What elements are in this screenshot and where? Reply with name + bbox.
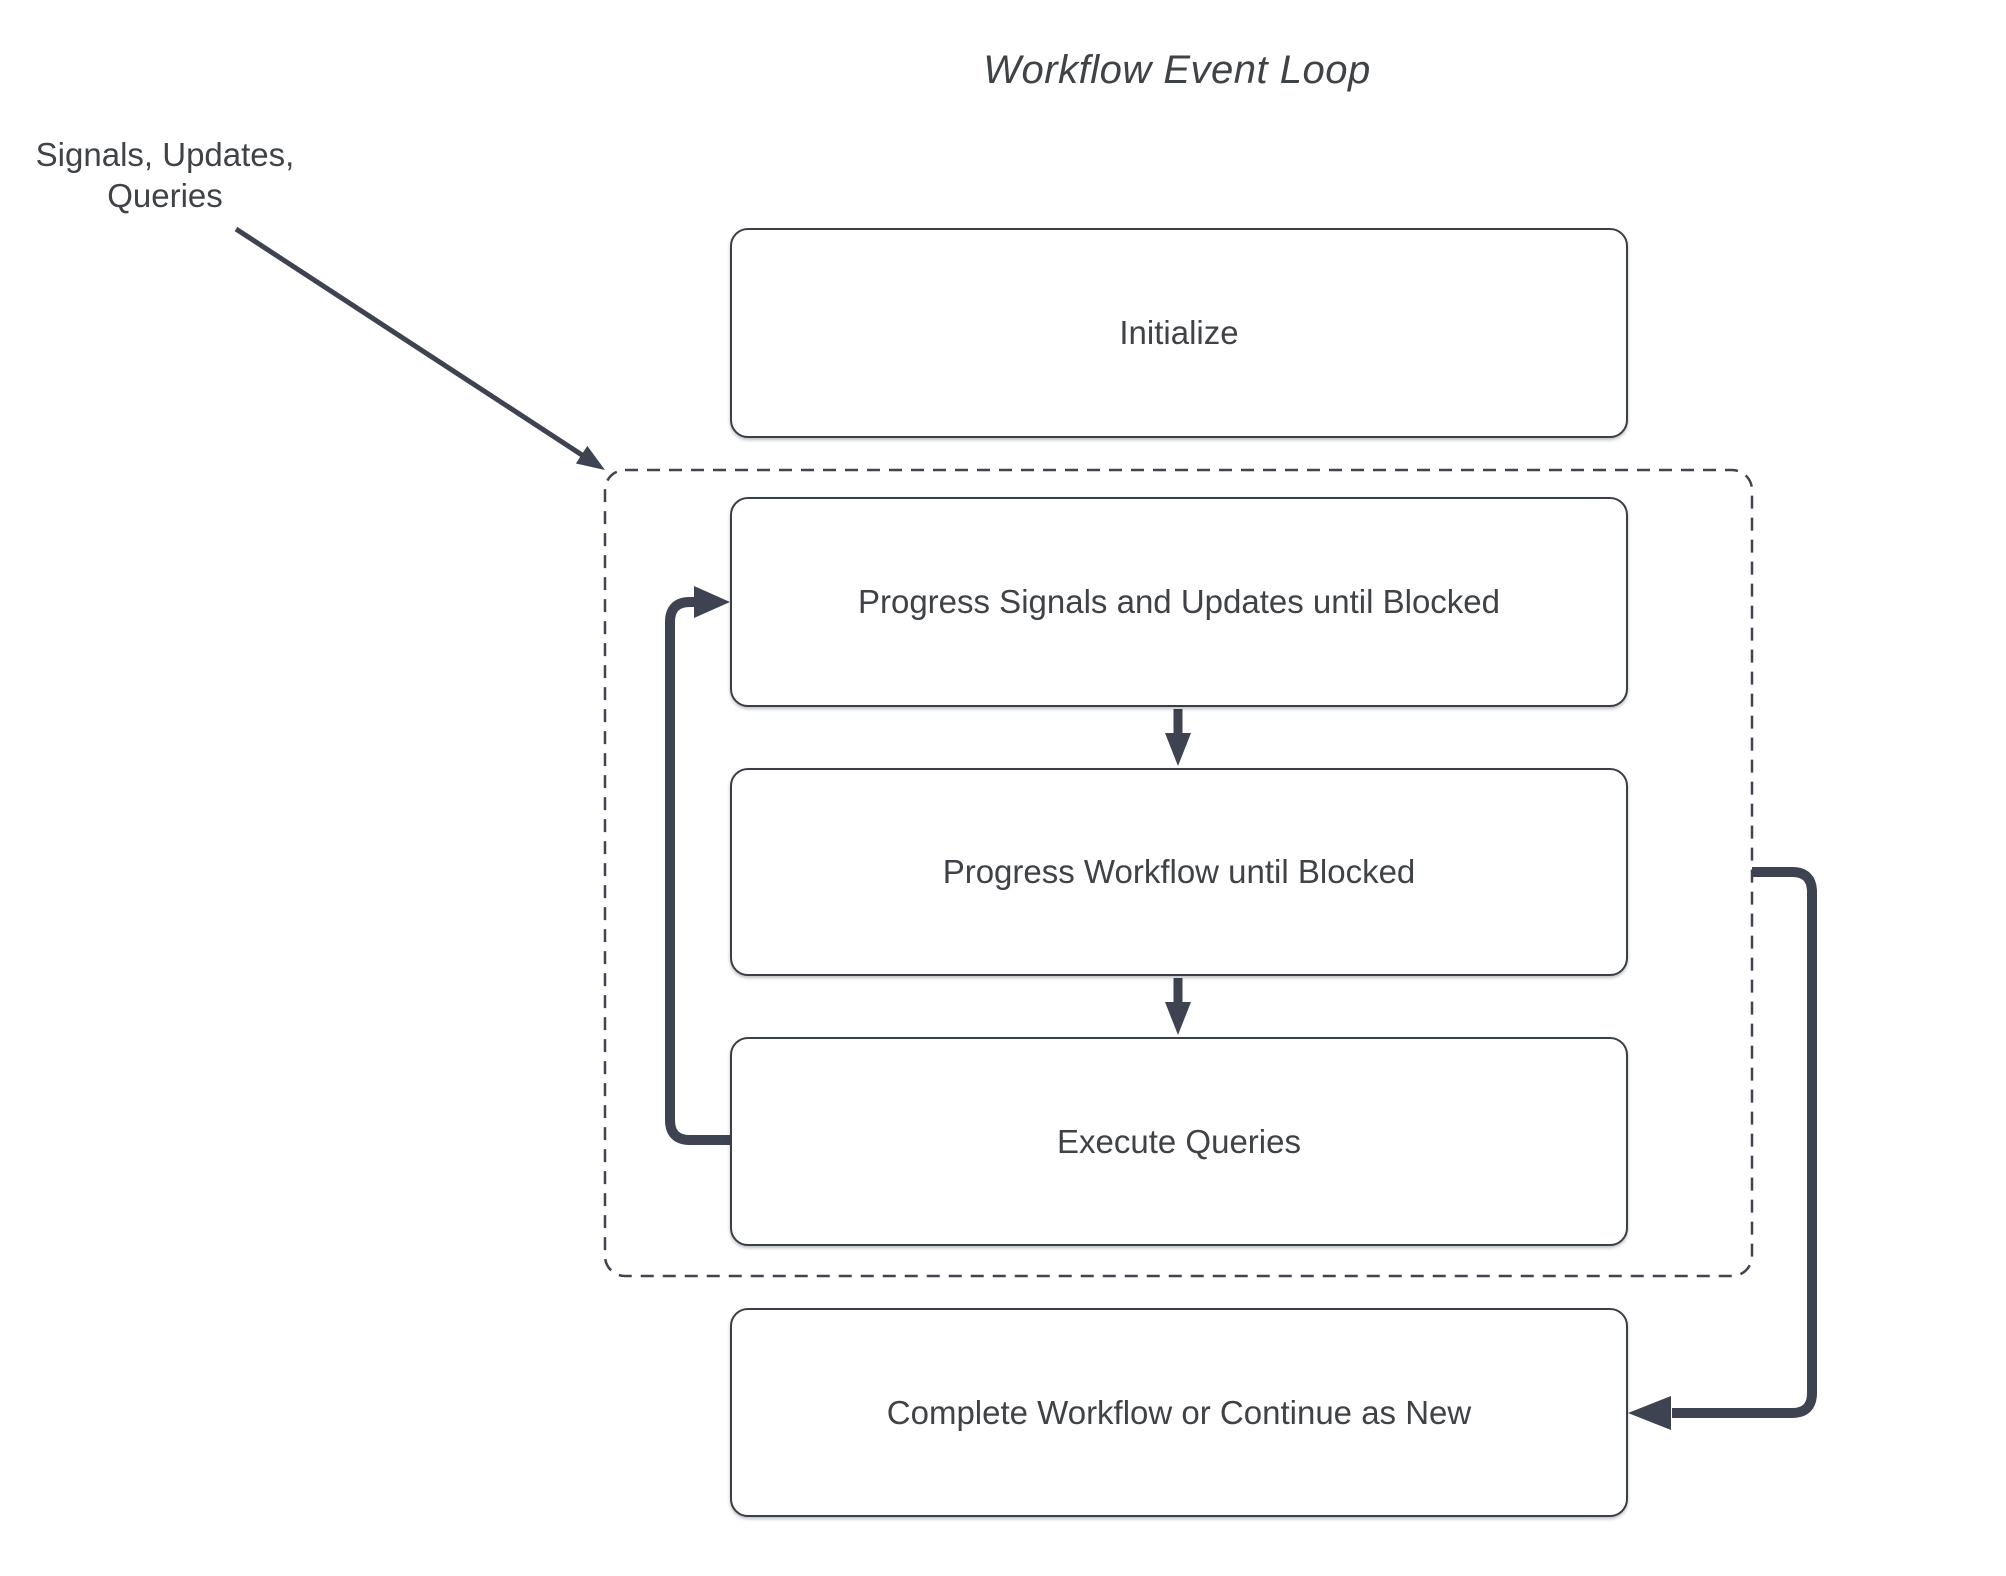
annotation-signals-updates-queries: Signals, Updates, Queries bbox=[15, 134, 315, 216]
continue-arrow-head bbox=[1628, 1396, 1671, 1430]
node-initialize-label: Initialize bbox=[1119, 314, 1239, 351]
down-arrow-2-head bbox=[1165, 1002, 1191, 1035]
diagram-title: Workflow Event Loop bbox=[983, 48, 1371, 92]
down-arrow-workflow-to-queries bbox=[1165, 978, 1191, 1035]
continue-arrow-shaft bbox=[1672, 867, 1817, 1418]
loop-back-arrow bbox=[665, 586, 730, 1145]
down-arrow-signals-to-workflow bbox=[1165, 709, 1191, 766]
loop-back-arrow-shaft bbox=[665, 597, 730, 1145]
node-complete-or-continue: Complete Workflow or Continue as New bbox=[730, 1308, 1628, 1517]
node-progress-workflow-label: Progress Workflow until Blocked bbox=[942, 853, 1416, 890]
annotation-line-1: Signals, Updates, bbox=[35, 136, 295, 173]
node-initialize: Initialize bbox=[730, 228, 1628, 438]
loop-back-arrow-head bbox=[694, 586, 730, 618]
continue-arrow bbox=[1628, 867, 1817, 1430]
node-progress-signals-updates-label: Progress Signals and Updates until Block… bbox=[857, 583, 1501, 620]
node-execute-queries-label: Execute Queries bbox=[1057, 1122, 1301, 1160]
annotation-arrow-shaft bbox=[234, 226, 584, 458]
node-progress-workflow: Progress Workflow until Blocked bbox=[730, 768, 1628, 976]
node-complete-or-continue-label: Complete Workflow or Continue as New bbox=[886, 1393, 1472, 1431]
node-execute-queries: Execute Queries bbox=[730, 1037, 1628, 1246]
node-progress-signals-updates: Progress Signals and Updates until Block… bbox=[730, 497, 1628, 707]
annotation-to-group-arrow bbox=[234, 226, 605, 470]
annotation-line-2: Queries bbox=[107, 177, 223, 214]
annotation-arrow-head bbox=[575, 445, 605, 470]
down-arrow-1-head bbox=[1165, 733, 1191, 766]
